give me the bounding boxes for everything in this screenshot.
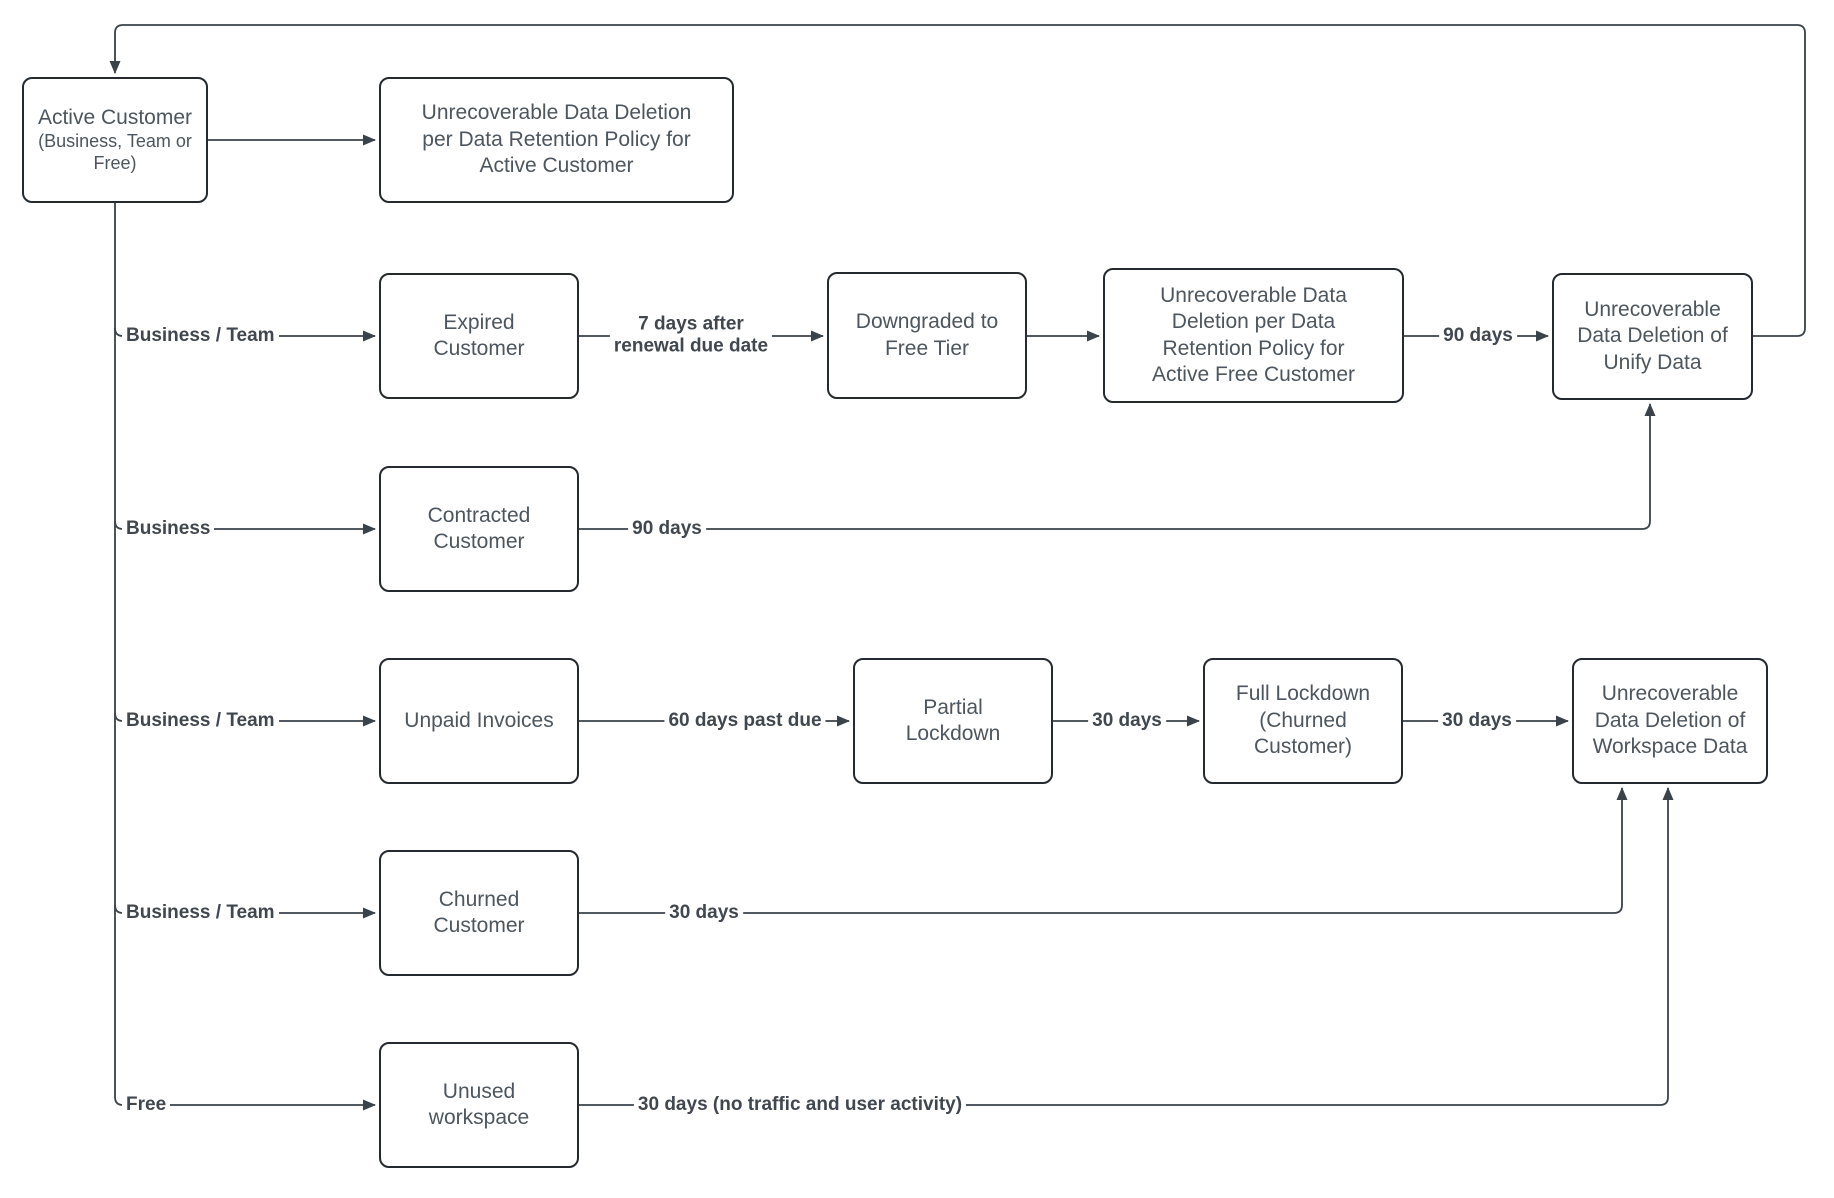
node-contracted-customer: Contracted Customer bbox=[379, 466, 579, 592]
edge-label-30-days-full-to-workspace: 30 days bbox=[1438, 709, 1516, 733]
node-active-customer-sublabel: (Business, Team or Free) bbox=[38, 131, 192, 174]
edge-label-60-days-past-due: 60 days past due bbox=[664, 709, 826, 733]
node-partial-lockdown: Partial Lockdown bbox=[853, 658, 1053, 784]
edge-unused-to-del-workspace bbox=[579, 787, 1674, 1106]
node-del-unify-data-label: Unrecoverable Data Deletion of Unify Dat… bbox=[1577, 297, 1728, 374]
node-churned-customer: Churned Customer bbox=[379, 850, 579, 976]
node-expired-customer: Expired Customer bbox=[379, 273, 579, 399]
node-expired-customer-label: Expired Customer bbox=[433, 310, 525, 360]
node-active-customer-label: Active Customer bbox=[37, 105, 193, 129]
node-unpaid-invoices: Unpaid Invoices bbox=[379, 658, 579, 784]
edge-label-7-days-after-renewal: 7 days after renewal due date bbox=[609, 313, 773, 359]
node-active-customer: Active Customer (Business, Team or Free) bbox=[22, 77, 208, 203]
edge-label-30-days-no-traffic: 30 days (no traffic and user activity) bbox=[633, 1093, 967, 1117]
edge-churned-to-del-workspace bbox=[579, 787, 1628, 914]
node-full-lockdown: Full Lockdown (Churned Customer) bbox=[1203, 658, 1403, 784]
edge-label-branch-unused: Free bbox=[122, 1093, 171, 1117]
edge-label-30-days-partial-to-full: 30 days bbox=[1088, 709, 1166, 733]
node-del-unify-data: Unrecoverable Data Deletion of Unify Dat… bbox=[1552, 273, 1753, 400]
node-del-active-free-customer-label: Unrecoverable Data Deletion per Data Ret… bbox=[1151, 283, 1356, 386]
edge-label-branch-expired: Business / Team bbox=[122, 324, 279, 348]
node-del-active-customer: Unrecoverable Data Deletion per Data Ret… bbox=[379, 77, 734, 203]
edge-unify-loop-to-active bbox=[109, 24, 1806, 337]
edge-label-branch-churned: Business / Team bbox=[122, 901, 279, 925]
node-unused-workspace: Unused workspace bbox=[379, 1042, 579, 1168]
edge-label-branch-unpaid: Business / Team bbox=[122, 709, 279, 733]
node-contracted-customer-label: Contracted Customer bbox=[427, 503, 531, 553]
edge-label-branch-contracted: Business bbox=[122, 517, 215, 541]
edge-contracted-to-unify bbox=[579, 403, 1656, 530]
node-del-active-free-customer: Unrecoverable Data Deletion per Data Ret… bbox=[1103, 268, 1404, 403]
edge-label-90-days-free-to-unify: 90 days bbox=[1439, 324, 1517, 348]
node-unused-workspace-label: Unused workspace bbox=[428, 1079, 530, 1129]
node-downgraded-free-tier-label: Downgraded to Free Tier bbox=[855, 310, 999, 360]
edge-label-90-days-contracted: 90 days bbox=[628, 517, 706, 541]
node-del-active-customer-label: Unrecoverable Data Deletion per Data Ret… bbox=[421, 101, 692, 178]
node-partial-lockdown-label: Partial Lockdown bbox=[905, 695, 1001, 745]
node-del-workspace-data-label: Unrecoverable Data Deletion of Workspace… bbox=[1592, 682, 1748, 759]
node-del-workspace-data: Unrecoverable Data Deletion of Workspace… bbox=[1572, 658, 1768, 784]
node-full-lockdown-label: Full Lockdown (Churned Customer) bbox=[1235, 682, 1371, 759]
node-downgraded-free-tier: Downgraded to Free Tier bbox=[827, 272, 1027, 399]
edge-label-30-days-churned: 30 days bbox=[665, 901, 743, 925]
node-churned-customer-label: Churned Customer bbox=[433, 887, 525, 937]
node-unpaid-invoices-label: Unpaid Invoices bbox=[404, 708, 554, 732]
